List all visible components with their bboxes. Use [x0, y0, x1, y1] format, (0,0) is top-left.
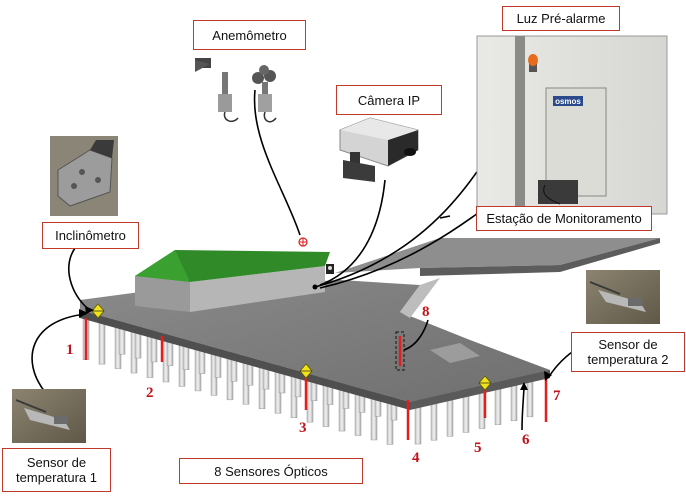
ip-camera-label-text: Câmera IP — [357, 92, 421, 108]
anemometer-label: Anemômetro — [193, 20, 306, 50]
sensor-number-4: 4 — [412, 450, 420, 466]
osmos-logo — [553, 96, 583, 106]
temperature-sensor-1-photo — [12, 389, 86, 443]
ip-camera-image — [339, 117, 419, 182]
monitoring-station-photo: osmos — [476, 35, 668, 215]
arrowhead-inclinometer — [85, 306, 94, 314]
monitoring-station-label: Estação de Monitoramento — [476, 206, 652, 231]
pre-alarm-light-image — [529, 62, 537, 72]
ip-camera-label: Câmera IP — [336, 85, 442, 115]
optical-sensors-label-text: 8 Sensores Ópticos — [214, 463, 328, 479]
osmos-logo-text: osmos — [555, 97, 581, 106]
sensor-number-2: 2 — [146, 385, 154, 401]
sensor-number-6: 6 — [522, 432, 530, 448]
inclinometer-label: Inclinômetro — [42, 222, 139, 249]
deck-sensors — [84, 237, 548, 440]
arrowhead-sensor-6 — [520, 382, 528, 390]
temperature-sensor-2-label: Sensor de temperatura 2 — [571, 332, 685, 372]
arrowhead-sensor-1 — [79, 309, 88, 318]
sensor-number-8: 8 — [422, 304, 430, 320]
tilt-marker-5 — [478, 375, 492, 391]
anemometer-image — [195, 58, 277, 123]
control-building — [135, 250, 330, 312]
sensor-number-3: 3 — [299, 420, 307, 436]
temperature-sensor-1-label: Sensor de temperatura 1 — [2, 448, 111, 492]
inclinometer-marker — [91, 303, 105, 319]
temperature-sensor-2-label-line1: Sensor de — [598, 337, 658, 352]
anemometer-label-text: Anemômetro — [212, 27, 287, 43]
tilt-marker-3 — [299, 363, 313, 379]
pre-alarm-light-label-text: Luz Pré-alarme — [516, 11, 606, 26]
temperature-sensor-1-label-line1: Sensor de — [26, 455, 87, 470]
temperature-sensor-2-label-line2: temperatura 2 — [587, 352, 669, 367]
monitoring-station-label-text: Estação de Monitoramento — [486, 211, 642, 226]
sensor-8-box — [395, 331, 405, 371]
inclinometer-photo — [50, 136, 118, 216]
temperature-sensor-2-photo — [586, 270, 660, 324]
inclinometer-label-text: Inclinômetro — [55, 228, 126, 243]
optical-sensors-label: 8 Sensores Ópticos — [179, 458, 363, 484]
sensor-number-5: 5 — [474, 440, 482, 456]
arrowhead-sensor-2 — [544, 371, 552, 381]
sensor-number-1: 1 — [66, 342, 74, 358]
pile-1 — [98, 317, 106, 365]
pre-alarm-light-label: Luz Pré-alarme — [502, 6, 620, 31]
temperature-sensor-1-label-line2: temperatura 1 — [16, 470, 97, 485]
sensor-number-7: 7 — [553, 388, 561, 404]
